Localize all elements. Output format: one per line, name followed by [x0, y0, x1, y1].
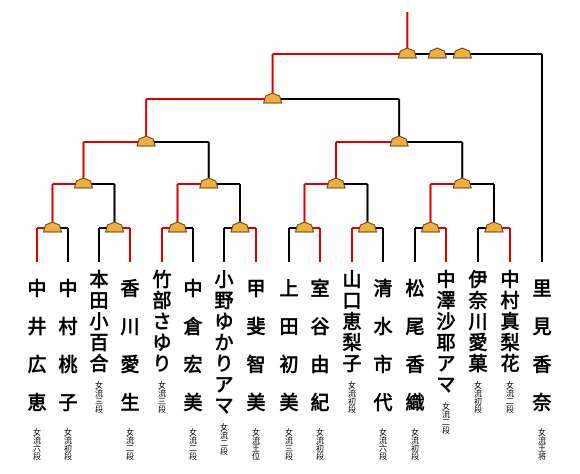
player-name: 中澤沙耶アマ — [436, 269, 456, 396]
shogi-piece-icon — [73, 177, 94, 189]
player-rank: 女流六段 — [32, 428, 42, 460]
player-5: 竹部さゆり女流三段 — [148, 269, 176, 414]
shogi-piece-icon — [420, 221, 441, 233]
player-name: 伊奈川愛菓 — [468, 269, 488, 375]
player-name: 中村真梨花 — [500, 269, 520, 375]
player-rank: 女流初段 — [347, 381, 357, 413]
player-14: 中澤沙耶アマ女流二段 — [432, 269, 460, 435]
player-name: 松尾香織 — [405, 278, 425, 414]
shogi-piece-icon — [326, 177, 346, 189]
player-name: 清水市代 — [373, 278, 393, 414]
player-rank: 女流二段 — [125, 428, 135, 460]
player-rank: 女流二段 — [219, 423, 229, 455]
player-name: 中村桃子 — [58, 278, 78, 414]
player-name: 中倉宏美 — [183, 278, 203, 414]
player-rank: 女流初段 — [473, 381, 483, 413]
player-name: 室谷由紀 — [310, 278, 330, 414]
player-rank: 女流二段 — [505, 381, 515, 413]
player-8: 甲斐智美女流王位 — [242, 270, 270, 460]
player-name: 里見香奈 — [532, 278, 552, 414]
player-name: 香川愛生 — [120, 278, 140, 414]
shogi-piece-icon — [294, 221, 315, 233]
player-4: 香川愛生女流二段 — [116, 270, 144, 460]
player-rank: 女流初段 — [63, 428, 73, 460]
shogi-piece-icon — [484, 221, 504, 233]
player-16: 中村真梨花女流二段 — [496, 269, 524, 414]
player-name: 中井広恵 — [27, 278, 47, 414]
player-13: 松尾香織女流初段 — [401, 270, 429, 460]
shogi-piece-icon — [389, 135, 409, 147]
player-9: 上田初美女流三段 — [275, 270, 303, 460]
player-rank: 女流王将 — [537, 428, 547, 460]
player-name: 小野ゆかりアマ — [214, 269, 234, 417]
player-rank: 女流王位 — [251, 428, 261, 460]
player-rank: 女流三段 — [157, 381, 167, 413]
player-rank: 女流三段 — [284, 428, 294, 460]
shogi-piece-icon — [104, 221, 125, 233]
shogi-piece-icon — [199, 177, 219, 189]
shogi-piece-icon — [452, 47, 472, 59]
shogi-piece-icon — [167, 221, 188, 233]
player-rank: 女流初段 — [315, 428, 325, 460]
player-15: 伊奈川愛菓女流初段 — [464, 269, 492, 414]
shogi-piece-icon — [136, 135, 156, 147]
player-rank: 女流六段 — [378, 428, 388, 460]
shogi-piece-icon — [427, 47, 447, 59]
player-11: 山口恵梨子女流初段 — [338, 269, 366, 414]
shogi-piece-icon — [452, 177, 472, 189]
player-rank: 女流二段 — [188, 428, 198, 460]
tournament-bracket — [36, 12, 543, 262]
player-name: 竹部さゆり — [152, 269, 172, 375]
player-17: 里見香奈女流王将 — [528, 270, 556, 460]
player-name: 本田小百合 — [89, 269, 109, 375]
player-name: 山口恵梨子 — [342, 269, 362, 375]
player-1: 中井広恵女流六段 — [23, 270, 51, 460]
shogi-piece-icon — [230, 221, 250, 233]
player-6: 中倉宏美女流二段 — [179, 270, 207, 460]
player-3: 本田小百合女流三段 — [85, 269, 113, 414]
shogi-piece-icon — [262, 92, 283, 104]
player-name: 甲斐智美 — [246, 278, 266, 414]
player-name: 上田初美 — [279, 278, 299, 414]
player-rank: 女流二段 — [441, 402, 451, 434]
player-10: 室谷由紀女流初段 — [306, 270, 334, 460]
shogi-piece-icon — [397, 47, 417, 59]
player-2: 中村桃子女流初段 — [54, 270, 82, 460]
shogi-piece-icon — [42, 221, 63, 233]
player-12: 清水市代女流六段 — [369, 270, 397, 460]
player-rank: 女流初段 — [410, 428, 420, 460]
player-rank: 女流三段 — [94, 381, 104, 413]
shogi-piece-icon — [357, 221, 378, 233]
player-7: 小野ゆかりアマ女流二段 — [210, 269, 238, 456]
